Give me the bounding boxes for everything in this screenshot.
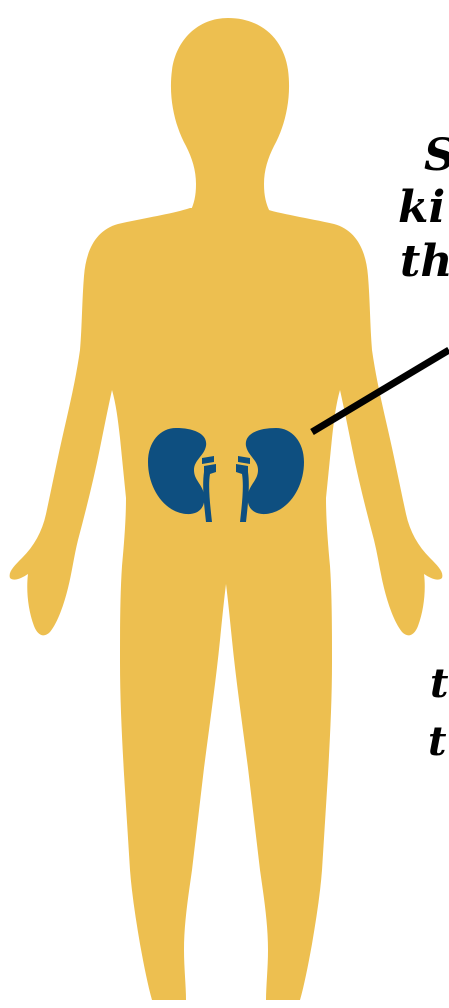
callout-line-2: ki: [398, 186, 445, 230]
human-silhouette: [10, 18, 443, 1000]
head: [171, 18, 289, 212]
torso-and-limbs: [10, 208, 443, 1000]
callout-line-1: S: [424, 134, 449, 178]
callout-line-3: th: [400, 240, 449, 284]
lower-text-line-1: t: [430, 664, 448, 704]
lower-text-line-2: t: [428, 722, 446, 762]
